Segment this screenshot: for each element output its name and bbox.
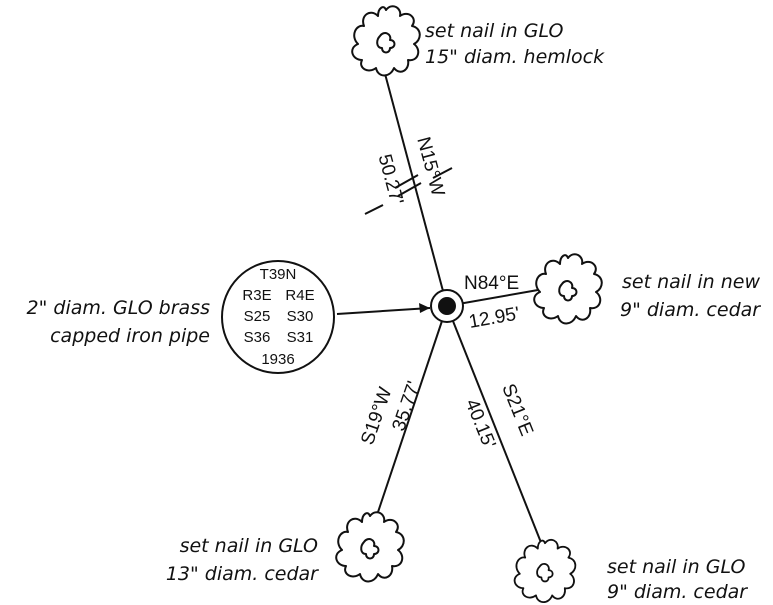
cap-section-ne: S30 [287, 308, 314, 325]
note-southwest-line1: set nail in GLO [180, 535, 318, 557]
cap-section-se: S31 [287, 329, 314, 346]
cap-section-nw: S25 [244, 308, 271, 325]
note-southwest-line2: 13" diam. cedar [166, 563, 319, 585]
cap-range-west: R3E [242, 287, 271, 304]
tie-line-southeast [446, 305, 543, 546]
arrow-head-icon [419, 303, 430, 313]
monument-label-line1: 2" diam. GLO brass [27, 297, 211, 319]
note-north-line2: 15" diam. hemlock [425, 46, 605, 68]
tree-symbol-icon [513, 538, 577, 604]
bearing-north: N15°W [412, 135, 448, 199]
distance-east: 12.95' [467, 303, 521, 333]
monument-point-icon [430, 289, 464, 323]
distance-north: 50.27' [374, 152, 408, 207]
bearing-southeast: S21°E [497, 381, 537, 439]
distance-southwest: 35.77' [389, 379, 426, 434]
note-southeast-line1: set nail in GLO [607, 556, 745, 578]
tree-symbol-icon [351, 5, 421, 77]
note-east-line2: 9" diam. cedar [620, 299, 761, 321]
monument-cap: T39N R3E R4E S25 S30 S36 S31 1936 [221, 260, 335, 374]
line-break-marks [364, 167, 453, 215]
cap-range-east: R4E [285, 287, 314, 304]
note-east-line1: set nail in new [622, 271, 760, 293]
bearing-southwest: S19°W [357, 385, 396, 448]
tree-symbol-icon [335, 511, 405, 583]
cap-township: T39N [260, 266, 297, 283]
leader-line [336, 307, 431, 315]
cap-section-sw: S36 [244, 329, 271, 346]
tie-line-north [383, 69, 448, 307]
cap-year: 1936 [261, 351, 294, 368]
tree-symbol-icon [533, 253, 603, 325]
monument-label-line2: capped iron pipe [50, 325, 210, 347]
tie-line-southwest [371, 305, 448, 531]
note-southeast-line2: 9" diam. cedar [607, 581, 748, 603]
bearing-east: N84°E [464, 273, 519, 294]
note-north-line1: set nail in GLO [425, 20, 563, 42]
